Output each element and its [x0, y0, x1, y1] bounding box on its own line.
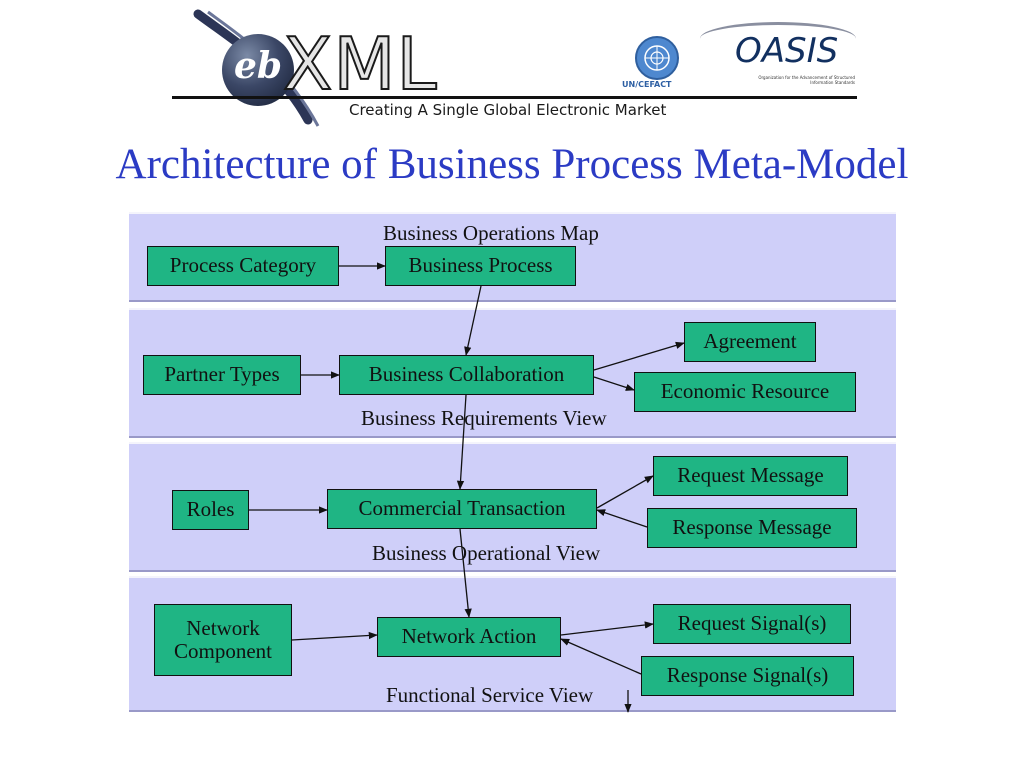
oasis-arc-graphic [700, 22, 856, 55]
node-network-component: Network Component [154, 604, 292, 676]
arrow-commercial-transaction-to-request-message [596, 475, 654, 509]
header-rule [172, 96, 857, 99]
arrow-collaboration-to-commercial-transaction [456, 394, 467, 490]
slide-title: Architecture of Business Process Meta-Mo… [115, 141, 909, 188]
un-cefact-label: UN/CEFACT [622, 80, 672, 89]
band-title-requirements: Business Requirements View [361, 406, 607, 430]
arrow-commercial-transaction-to-network-action [459, 528, 472, 618]
ebxml-logo-eb: eb [233, 45, 283, 87]
arrow-network-component-to-network-action [291, 631, 378, 641]
ebxml-logo-globe [222, 34, 294, 106]
node-roles: Roles [172, 490, 249, 530]
band-title-functional: Functional Service View [386, 683, 594, 707]
node-economic-resource: Economic Resource [634, 372, 856, 412]
node-business-collaboration: Business Collaboration [339, 355, 594, 395]
un-emblem-icon [635, 36, 679, 80]
ebxml-logo-xml: XML [282, 22, 438, 106]
band-title-operational: Business Operational View [372, 541, 601, 565]
node-response-message: Response Message [647, 508, 857, 548]
arrow-collaboration-to-economic-resource [593, 376, 635, 391]
oasis-subtitle: Organization for the Advancement of Stru… [758, 75, 855, 85]
node-process-category: Process Category [147, 246, 339, 286]
tagline: Creating A Single Global Electronic Mark… [349, 101, 667, 119]
node-commercial-transaction: Commercial Transaction [327, 489, 597, 529]
node-partner-types: Partner Types [143, 355, 301, 395]
arrow-response-signals-to-network-action [560, 638, 642, 675]
node-request-message: Request Message [653, 456, 848, 496]
node-request-signals: Request Signal(s) [653, 604, 851, 644]
arrow-collaboration-to-agreement [593, 341, 685, 371]
oasis-logo-text: OASIS [735, 31, 839, 71]
arrow-response-message-to-commercial-transaction [596, 509, 648, 528]
arrow-network-action-to-request-signals [560, 621, 654, 636]
node-business-process: Business Process [385, 246, 576, 286]
band-title-operations: Business Operations Map [383, 221, 599, 245]
node-response-signals: Response Signal(s) [641, 656, 854, 696]
arrow-business-process-to-collaboration [464, 285, 482, 356]
